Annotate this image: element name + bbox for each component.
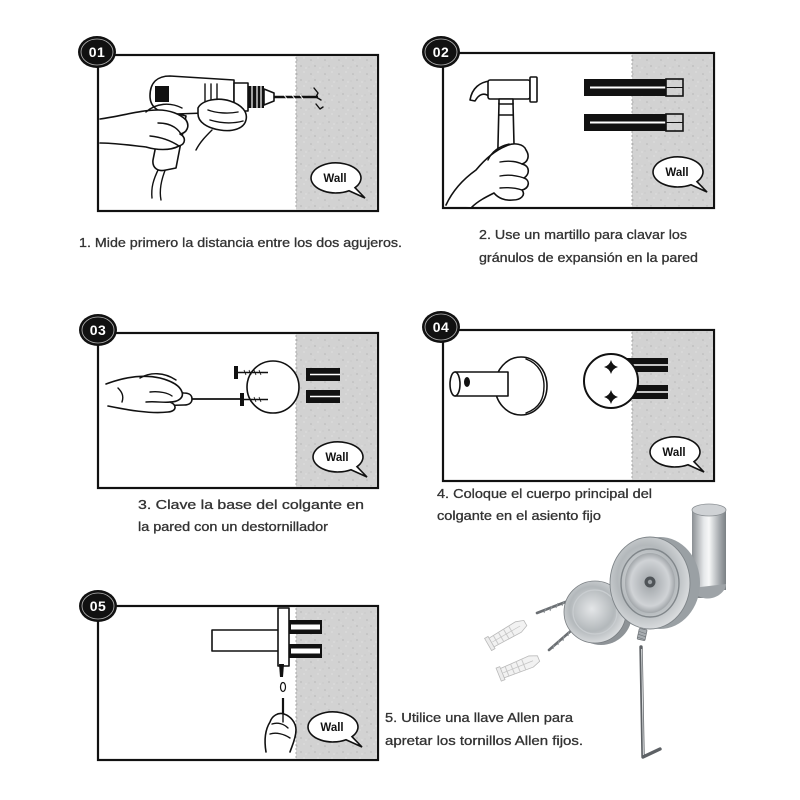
anchor-plug-icon: [484, 619, 528, 652]
step-badge: 03: [79, 314, 117, 346]
step-caption-line: apretar los tornillos Allen fijos.: [385, 734, 583, 748]
step-caption-line: la pared con un destornillador: [138, 520, 328, 534]
base-plate-icon: [246, 360, 300, 414]
wall-label: Wall: [320, 722, 343, 734]
expansion-anchor: [287, 620, 322, 634]
wall-hook-kit-icon: [484, 503, 727, 759]
set-screw-icon: [279, 664, 287, 693]
wall-label-bubble: Wall: [307, 711, 363, 748]
wall-label: Wall: [665, 167, 688, 179]
expansion-anchor: [287, 644, 322, 658]
step-badge: 01: [78, 36, 116, 68]
wall-label-bubble: Wall: [649, 436, 705, 473]
step-2-panel: Wall 02: [422, 36, 716, 210]
wall-label: Wall: [325, 452, 348, 464]
hand-icon: [99, 98, 248, 151]
hand-icon: [445, 143, 530, 208]
hook-body-icon: [449, 356, 548, 416]
set-screw-icon: [636, 628, 648, 641]
screw-icon: [240, 393, 268, 406]
step-number: 02: [433, 44, 450, 60]
step-caption-line: 4. Coloque el cuerpo principal del: [437, 487, 652, 501]
wall-label: Wall: [662, 447, 685, 459]
step-3-panel: Wall 03: [79, 314, 380, 490]
expansion-anchor: [584, 113, 684, 132]
step-caption-line: 5. Utilice una llave Allen para: [385, 711, 573, 725]
step-badge: 02: [422, 36, 460, 68]
wall-label-bubble: Wall: [312, 441, 368, 478]
anchor-plug-icon: [495, 655, 541, 682]
wall-label-bubble: Wall: [652, 156, 708, 193]
step-number: 01: [89, 44, 106, 60]
screw-head-icon: [604, 360, 618, 374]
step-number: 03: [90, 322, 107, 338]
step-caption-line: colgante en el asiento fijo: [437, 509, 601, 523]
wall-label-bubble: Wall: [310, 162, 366, 199]
step-1-panel: Wall 01: [78, 36, 380, 213]
expansion-anchor: [306, 390, 340, 403]
expansion-anchor: [306, 368, 340, 381]
step-4-panel: Wall 04: [422, 311, 716, 483]
step-caption-line: 1. Mide primero la distancia entre los d…: [79, 236, 402, 250]
step-caption-line: 2. Use un martillo para clavar los: [479, 228, 687, 242]
step-badge: 05: [79, 590, 117, 622]
hand-icon: [105, 373, 184, 414]
base-plate-icon: [583, 353, 639, 409]
step-badge: 04: [422, 311, 460, 343]
allen-key-icon: [639, 645, 662, 759]
step-caption-line: gránulos de expansión en la pared: [479, 251, 698, 265]
step-number: 05: [90, 598, 107, 614]
screw-icon: [234, 366, 268, 379]
rosette-disc-icon: [609, 536, 700, 630]
step-5-panel: Wall 05: [79, 590, 380, 762]
expansion-anchor: [584, 78, 684, 97]
wall-label: Wall: [323, 173, 346, 185]
step-number: 04: [433, 319, 450, 335]
hand-icon: [264, 712, 297, 753]
step-caption-line: 3. Clave la base del colgante en: [138, 498, 364, 512]
screw-head-icon: [604, 390, 618, 404]
